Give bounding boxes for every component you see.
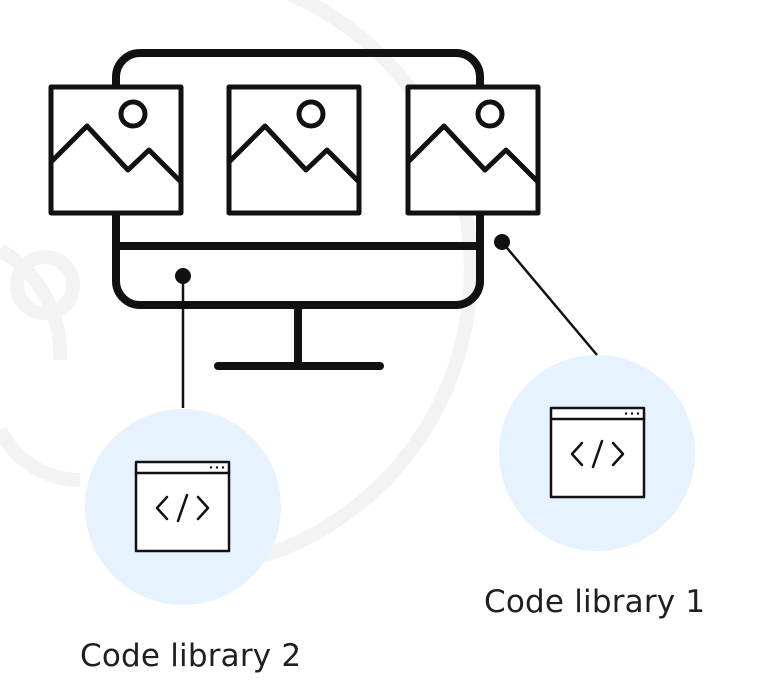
code-library-2-label: Code library 2	[80, 638, 302, 674]
image-icon	[48, 84, 184, 216]
code-window-icon	[134, 460, 231, 553]
code-window-icon	[549, 406, 646, 499]
image-icon	[405, 84, 541, 216]
code-library-1-label: Code library 1	[484, 584, 706, 620]
connector-library-2	[175, 268, 191, 408]
image-icon	[226, 84, 362, 216]
connector-library-1	[494, 234, 598, 356]
